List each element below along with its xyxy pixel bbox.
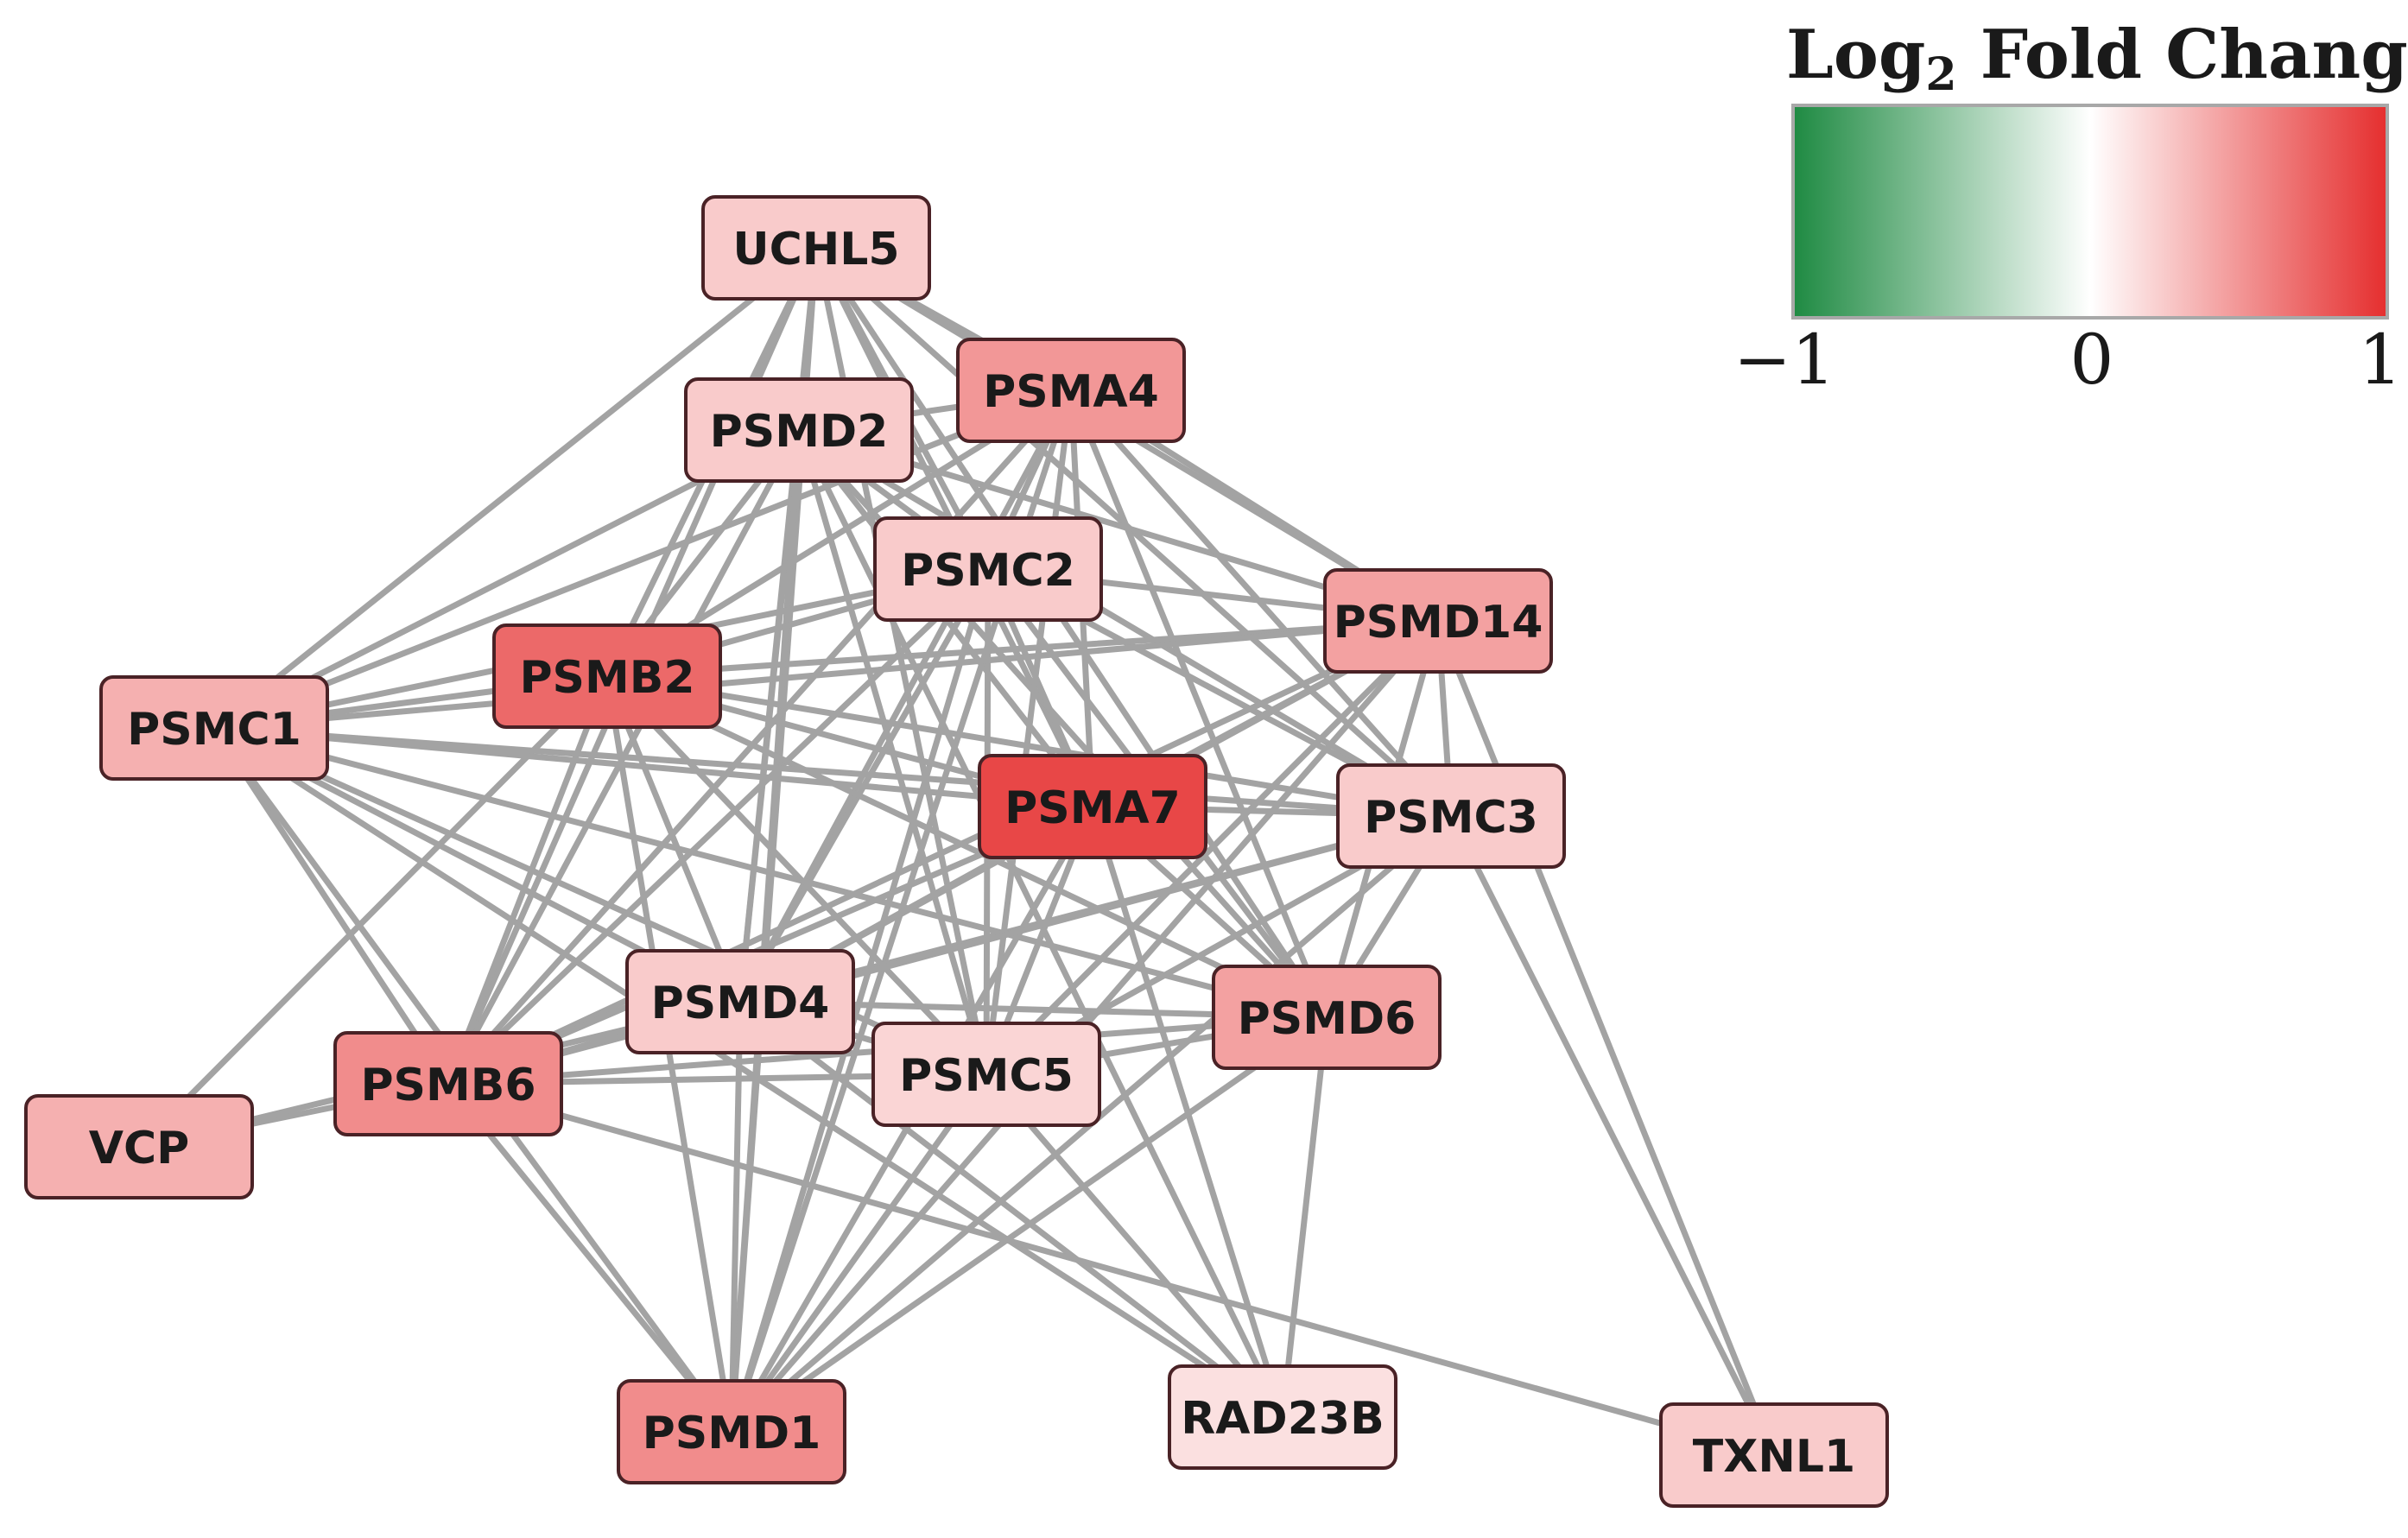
node-box bbox=[1168, 1364, 1397, 1470]
edge-psmd14-txnl1 bbox=[1435, 617, 1777, 1459]
edge-psma4-psmc1 bbox=[211, 387, 1074, 731]
node-rad23b[interactable]: RAD23B bbox=[1168, 1364, 1397, 1470]
edge-psmd4-rad23b bbox=[737, 998, 1286, 1421]
node-label: PSMA7 bbox=[1004, 782, 1181, 834]
legend-gradient-bar bbox=[1791, 104, 2389, 320]
edge-psmc3-txnl1 bbox=[1448, 813, 1777, 1459]
edge-psmb6-txnl1 bbox=[445, 1080, 1777, 1459]
node-box bbox=[625, 949, 855, 1054]
edge-psmc2-psmd1 bbox=[728, 566, 992, 1435]
edge-psmc1-rad23b bbox=[211, 725, 1286, 1421]
node-psmc2[interactable]: PSMC2 bbox=[873, 516, 1103, 622]
node-psmc5[interactable]: PSMC5 bbox=[871, 1022, 1101, 1127]
node-box bbox=[1336, 763, 1566, 869]
node-label: PSMC3 bbox=[1364, 792, 1538, 844]
node-box bbox=[333, 1031, 563, 1136]
edge-psmc1-psmb6 bbox=[211, 725, 452, 1087]
edge-psmd2-psmd1 bbox=[728, 427, 802, 1435]
node-label: PSMD2 bbox=[710, 406, 889, 458]
node-psmd2[interactable]: PSMD2 bbox=[684, 377, 914, 483]
legend-title-prefix: Log bbox=[1786, 16, 1925, 94]
node-label: UCHL5 bbox=[732, 224, 899, 275]
edge-psmc1-psmc5 bbox=[211, 725, 990, 1078]
color-legend: Log2 Fold Change −1 0 1 bbox=[1733, 16, 2408, 400]
node-label: PSMC1 bbox=[127, 704, 301, 756]
node-label: PSMD6 bbox=[1238, 993, 1416, 1045]
edge-psmb2-psmc3 bbox=[604, 673, 1454, 820]
node-txnl1[interactable]: TXNL1 bbox=[1659, 1402, 1889, 1508]
edge-psmd6-psmd1 bbox=[728, 1014, 1330, 1435]
node-psmb2[interactable]: PSMB2 bbox=[492, 623, 722, 729]
node-box bbox=[492, 623, 722, 729]
edge-psmc5-psmd1 bbox=[728, 1071, 990, 1435]
node-label: PSMB2 bbox=[519, 652, 694, 704]
edge-uchl5-psmd6 bbox=[813, 244, 1330, 1021]
node-psmd4[interactable]: PSMD4 bbox=[625, 949, 855, 1054]
node-label: PSMC5 bbox=[899, 1050, 1074, 1102]
node-label: PSMD4 bbox=[651, 978, 830, 1029]
node-box bbox=[956, 338, 1186, 443]
node-box bbox=[1323, 568, 1553, 674]
node-vcp[interactable]: VCP bbox=[24, 1094, 254, 1199]
edge-uchl5-psmc1 bbox=[211, 244, 820, 731]
edge-psmd14-psmb6 bbox=[445, 617, 1442, 1087]
node-uchl5[interactable]: UCHL5 bbox=[701, 195, 931, 301]
edge-psmb2-psmb6 bbox=[445, 673, 611, 1087]
node-label: PSMA4 bbox=[983, 366, 1159, 418]
node-psmd14[interactable]: PSMD14 bbox=[1323, 568, 1553, 674]
node-label: RAD23B bbox=[1181, 1393, 1384, 1445]
node-psma4[interactable]: PSMA4 bbox=[956, 338, 1186, 443]
node-label: PSMD1 bbox=[643, 1408, 821, 1459]
node-box bbox=[1212, 965, 1442, 1070]
legend-mid-label: 0 bbox=[2070, 320, 2114, 400]
edge-psma4-psmd6 bbox=[1068, 387, 1330, 1021]
node-box bbox=[701, 195, 931, 301]
edge-psma4-psmb6 bbox=[445, 387, 1074, 1087]
node-label: VCP bbox=[89, 1123, 190, 1174]
edge-psmb2-psmd4 bbox=[604, 673, 744, 1005]
edge-psmc5-rad23b bbox=[983, 1071, 1286, 1421]
node-psma7[interactable]: PSMA7 bbox=[978, 754, 1207, 859]
node-label: PSMB6 bbox=[360, 1060, 535, 1111]
node-label: TXNL1 bbox=[1693, 1431, 1855, 1483]
edge-psmd14-psmc5 bbox=[983, 617, 1442, 1078]
edge-psmd4-psmd1 bbox=[728, 998, 744, 1435]
node-box bbox=[978, 754, 1207, 859]
edge-psmd6-rad23b bbox=[1279, 1014, 1330, 1421]
node-box bbox=[617, 1379, 846, 1484]
node-psmd1[interactable]: PSMD1 bbox=[617, 1379, 846, 1484]
node-psmd6[interactable]: PSMD6 bbox=[1212, 965, 1442, 1070]
node-box bbox=[99, 675, 329, 781]
node-label: PSMC2 bbox=[901, 545, 1075, 597]
node-box bbox=[684, 377, 914, 483]
node-box bbox=[1659, 1402, 1889, 1508]
node-box bbox=[873, 516, 1103, 622]
node-label: PSMD14 bbox=[1334, 597, 1543, 649]
legend-max-label: 1 bbox=[2359, 320, 2403, 400]
edge-psmd2-psmd4 bbox=[737, 427, 802, 1005]
legend-min-label: −1 bbox=[1733, 320, 1835, 400]
node-box bbox=[871, 1022, 1101, 1127]
edge-psmd14-psmc1 bbox=[211, 617, 1442, 731]
edge-psmb2-psmd6 bbox=[604, 673, 1330, 1021]
legend-title-subscript: 2 bbox=[1925, 48, 1956, 101]
legend-title-suffix: Fold Change bbox=[1957, 16, 2408, 94]
node-psmc1[interactable]: PSMC1 bbox=[99, 675, 329, 781]
node-psmb6[interactable]: PSMB6 bbox=[333, 1031, 563, 1136]
edge-psmb6-psmd1 bbox=[445, 1080, 735, 1435]
legend-title: Log2 Fold Change bbox=[1786, 16, 2408, 101]
edge-psmc1-psmc3 bbox=[211, 725, 1454, 820]
node-psmc3[interactable]: PSMC3 bbox=[1336, 763, 1566, 869]
node-box bbox=[24, 1094, 254, 1199]
